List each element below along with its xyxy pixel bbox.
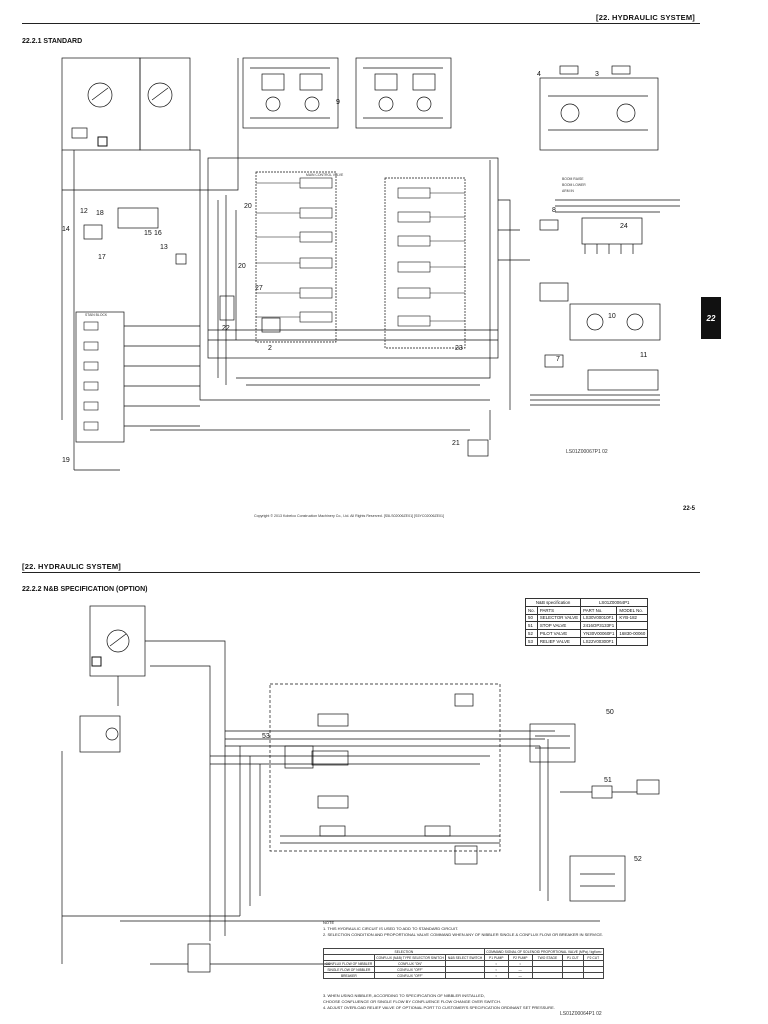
stop-valve-51 [591, 785, 613, 799]
page-header: [22. HYDRAULIC SYSTEM] [596, 13, 695, 22]
selection-table: SELECTION COMMAND SIGNAL OF SOLENOID PRO… [323, 947, 604, 980]
table-row: 53 RELIEF VALVE LS22V00300F1 [525, 636, 649, 646]
svg-text:12: 12 [80, 208, 88, 215]
svg-text:4: 4 [537, 71, 541, 78]
pump-assembly [61, 57, 141, 151]
travel-motor-block [569, 303, 661, 341]
svg-text:11: 11 [640, 352, 647, 359]
svg-text:16: 16 [154, 230, 162, 237]
copyright: Copyright © 2013 Kobelco Construction Ma… [254, 514, 445, 518]
svg-text:BOOM RAISE: BOOM RAISE [562, 177, 584, 181]
nb-hydraulic-schematic: 50 51 52 53 [61, 605, 660, 973]
svg-text:17: 17 [98, 254, 106, 261]
callout-numbers: 4 3 8 24 10 7 11 9 20 20 27 22 2 23 21 19 14 18 1… [62, 71, 647, 464]
svg-text:14: 14 [62, 226, 70, 233]
parts-table: N&B specification LS01Z00064P1 No. PARTS… [524, 598, 649, 646]
svg-text:ARM IN: ARM IN [562, 189, 574, 193]
note-2: 2. SELECTION CONDITION AND PROPORTIONAL … [323, 932, 604, 938]
svg-text:3: 3 [595, 71, 599, 78]
drawing-number: LS01Z00064P1 02 [560, 1011, 602, 1017]
svg-text:20: 20 [238, 263, 246, 270]
page-header: [22. HYDRAULIC SYSTEM] [22, 562, 121, 571]
notes: NOTE 1. THIS HYDRAULIC CIRCUIT IS USED T… [323, 920, 623, 939]
page-number: 22-5 [683, 506, 696, 512]
valve-block-right [355, 57, 452, 129]
svg-text:22: 22 [222, 325, 230, 332]
selector-valve-50 [529, 723, 576, 763]
notes-continued: 3. WHEN USING NIBBLER, ACCORDING TO SPEC… [323, 993, 623, 1012]
svg-text:27: 27 [255, 285, 263, 292]
note-4: 4. ADJUST OVERLOAD RELIEF VALVE OF OPTIO… [323, 1005, 555, 1011]
callout-53: 53 [262, 733, 270, 740]
svg-text:BOOM LOWER: BOOM LOWER [562, 183, 586, 187]
main-control-valve [207, 157, 499, 359]
valve-block-left [242, 57, 339, 129]
svg-text:15: 15 [144, 230, 152, 237]
note-3: 3. WHEN USING NIBBLER, ACCORDING TO SPEC… [323, 993, 485, 998]
svg-text:24: 24 [620, 223, 628, 230]
svg-text:MAIN CONTROL VALVE: MAIN CONTROL VALVE [306, 173, 344, 177]
main-control-valve [269, 683, 501, 852]
svg-text:STAIN BLOCK: STAIN BLOCK [85, 313, 108, 317]
svg-text:13: 13 [160, 244, 168, 251]
note-3-cont: CHOOSE CONFLUENCE OR SINGLE FLOW BY CONF… [323, 999, 501, 1005]
note-1: 1. THIS HYDRAULIC CIRCUIT IS USED TO ADD… [323, 926, 459, 932]
svg-text:8: 8 [552, 207, 556, 214]
table-row: BREAKER CONFLUX "OFF" ○ — [323, 972, 604, 980]
svg-text:21: 21 [452, 440, 460, 447]
drawing-number: LS01Z00067P1 02 [566, 449, 608, 455]
callout-51: 51 [604, 777, 612, 784]
pilot-valve-52 [569, 855, 626, 902]
svg-text:10: 10 [608, 313, 616, 320]
section-title: 22.2.2 N&B SPECIFICATION (OPTION) [22, 586, 148, 593]
svg-text:7: 7 [556, 356, 560, 363]
section-title: 22.2.1 STANDARD [22, 38, 83, 45]
svg-text:9: 9 [336, 99, 340, 106]
svg-text:20: 20 [244, 203, 252, 210]
page-standard: [22. HYDRAULIC SYSTEM] 22.2.1 STANDARD 2… [22, 13, 721, 518]
pilot-valve-block [75, 311, 125, 443]
chapter-tab: 22 [701, 297, 721, 339]
svg-text:23: 23 [455, 345, 463, 352]
svg-text:19: 19 [62, 457, 70, 464]
svg-text:2: 2 [268, 345, 272, 352]
callout-numbers: 50 51 52 53 [262, 709, 642, 863]
callout-52: 52 [634, 856, 642, 863]
callout-50: 50 [606, 709, 614, 716]
swing-motor-block [539, 77, 659, 151]
notes-heading: NOTE [323, 920, 335, 925]
relief-valve-53 [284, 745, 314, 769]
header-rule [22, 23, 700, 24]
table-row: CONFLUX FLOW OF NIBBLER CONFLUX "ON" ○ ○ [323, 960, 604, 968]
page-gap [0, 538, 768, 556]
standard-hydraulic-schematic: 4 3 8 24 10 7 11 9 20 20 27 22 2 23 21 19 14 18 1… [61, 57, 680, 471]
header-rule [22, 572, 700, 573]
svg-text:18: 18 [96, 210, 104, 217]
